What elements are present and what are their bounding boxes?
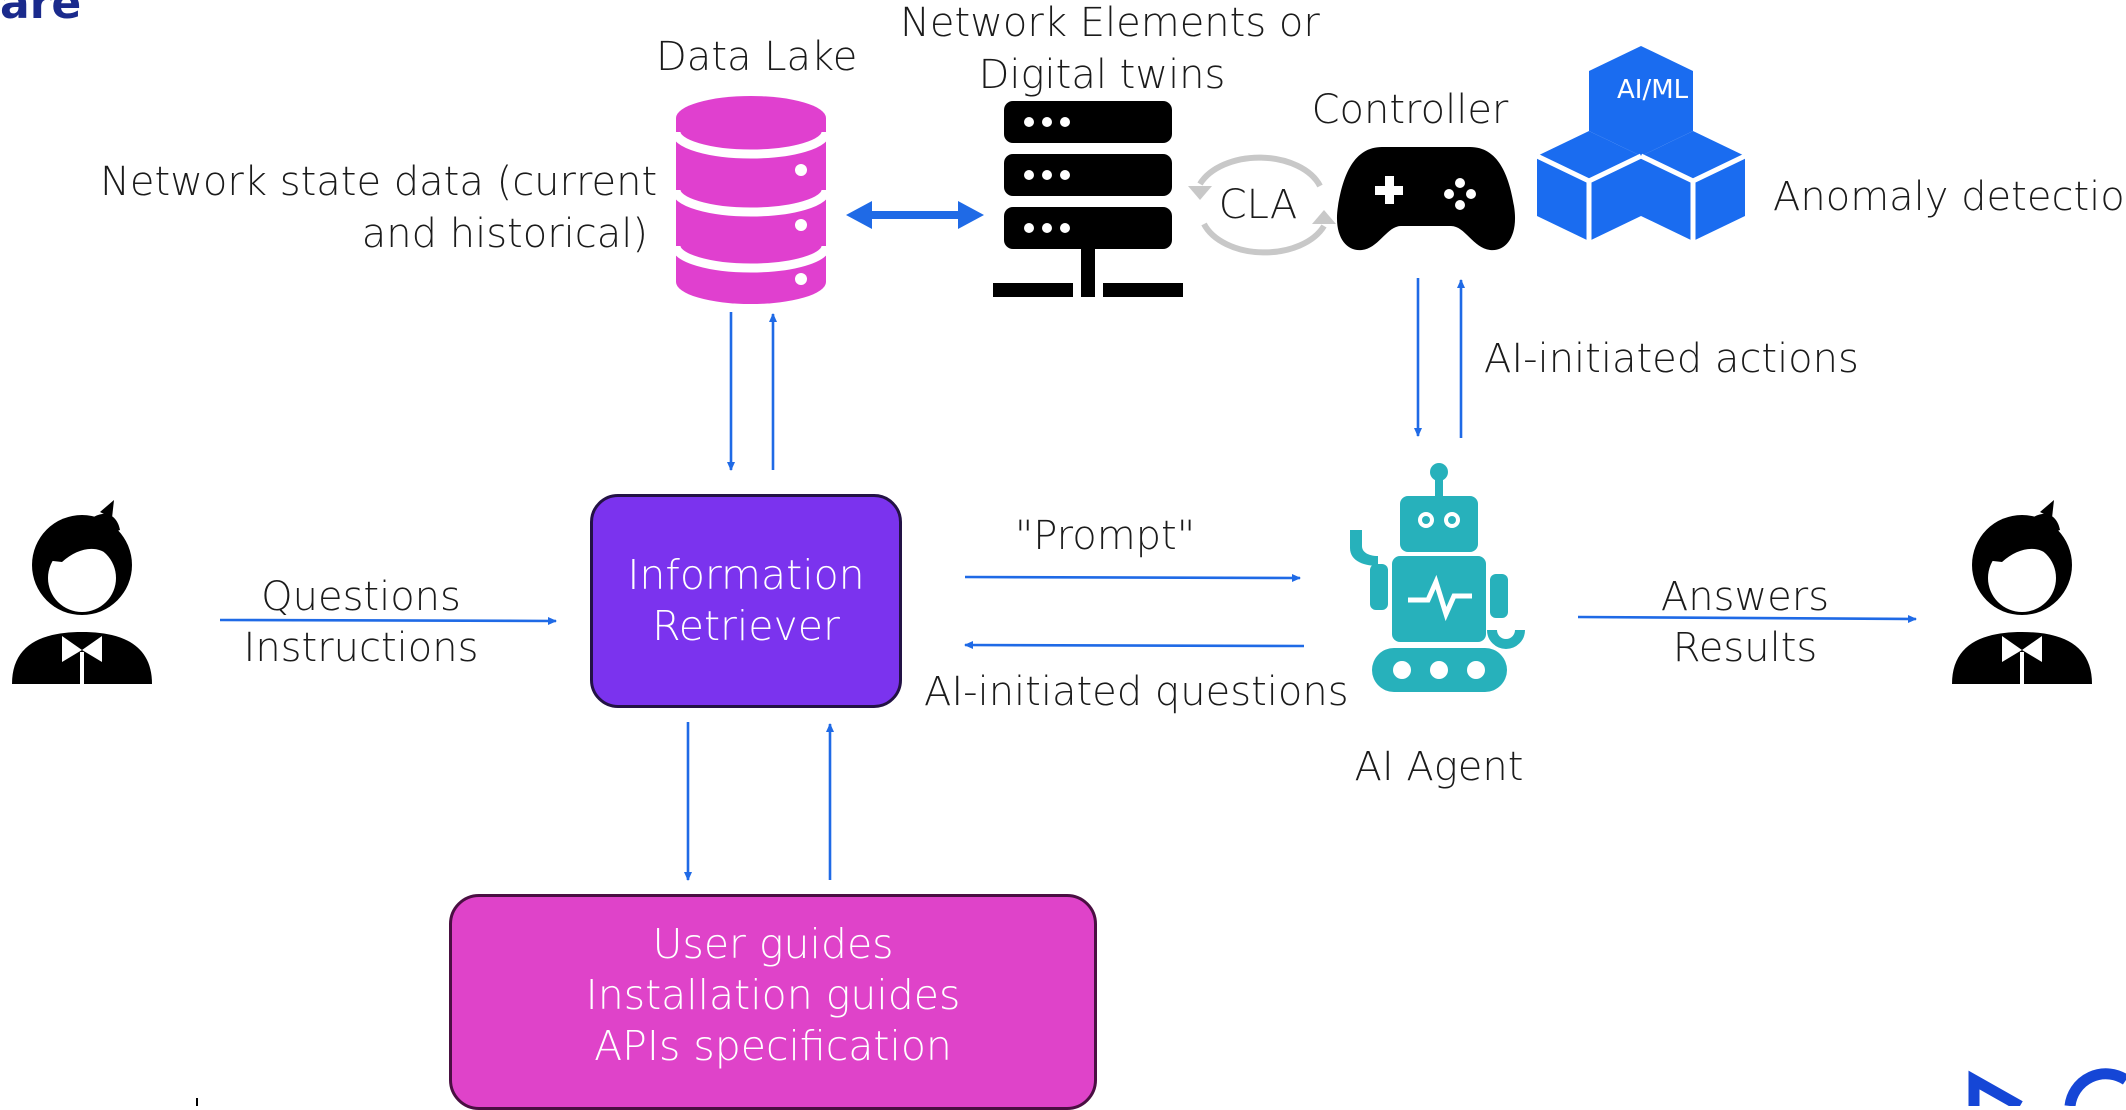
data-lake-description-line1: Network state data (current xyxy=(100,159,658,205)
information-retriever-box: Information Retriever xyxy=(590,494,902,708)
arrow-agent-to-user xyxy=(1577,614,1917,623)
retriever-line1: Information xyxy=(627,551,865,599)
prompt-label: "Prompt" xyxy=(1014,513,1196,559)
aiml-cube-label: AI/ML xyxy=(1617,75,1689,105)
network-elements-title-line1: Network Elements or xyxy=(900,0,1320,46)
user-icon-left xyxy=(12,500,152,684)
instructions-label: Instructions xyxy=(243,625,479,671)
cla-label: CLA xyxy=(1218,182,1298,228)
answers-label: Answers xyxy=(1660,574,1830,620)
gamepad-icon xyxy=(1336,147,1516,251)
logo-mark xyxy=(1968,1068,2126,1106)
robot-icon xyxy=(1350,463,1525,692)
anomaly-detection-label: Anomaly detection xyxy=(1773,174,2126,220)
arrow-user-to-retriever xyxy=(219,616,557,625)
ai-questions-label: AI-initiated questions xyxy=(924,669,1349,715)
docs-line3: APIs specification xyxy=(594,1021,952,1070)
data-lake-description-line2: and historical) xyxy=(361,211,648,257)
questions-label: Questions xyxy=(261,574,461,620)
docs-line2: Installation guides xyxy=(585,970,961,1019)
arrow-datalake-network-bidirectional xyxy=(846,201,984,229)
cubes-icon xyxy=(1535,46,1747,241)
ai-actions-label: AI-initiated actions xyxy=(1484,336,1859,382)
ai-agent-title: AI Agent xyxy=(1354,744,1524,790)
arrow-prompt xyxy=(964,573,1301,582)
network-elements-title-line2: Digital twins xyxy=(978,52,1226,98)
page-title-fragment: are xyxy=(0,0,82,29)
data-lake-title: Data Lake xyxy=(656,34,858,80)
controller-title: Controller xyxy=(1311,87,1509,133)
results-label: Results xyxy=(1672,625,1818,671)
database-icon xyxy=(671,96,831,304)
retriever-line2: Retriever xyxy=(652,602,840,650)
user-icon-right xyxy=(1952,500,2092,684)
documentation-box: User guides Installation guides APIs spe… xyxy=(449,894,1097,1110)
server-icon xyxy=(993,101,1183,297)
arrow-ai-questions xyxy=(964,641,1305,650)
arrows xyxy=(219,278,1917,881)
cycle-icon xyxy=(1188,154,1336,256)
docs-line1: User guides xyxy=(652,919,894,968)
